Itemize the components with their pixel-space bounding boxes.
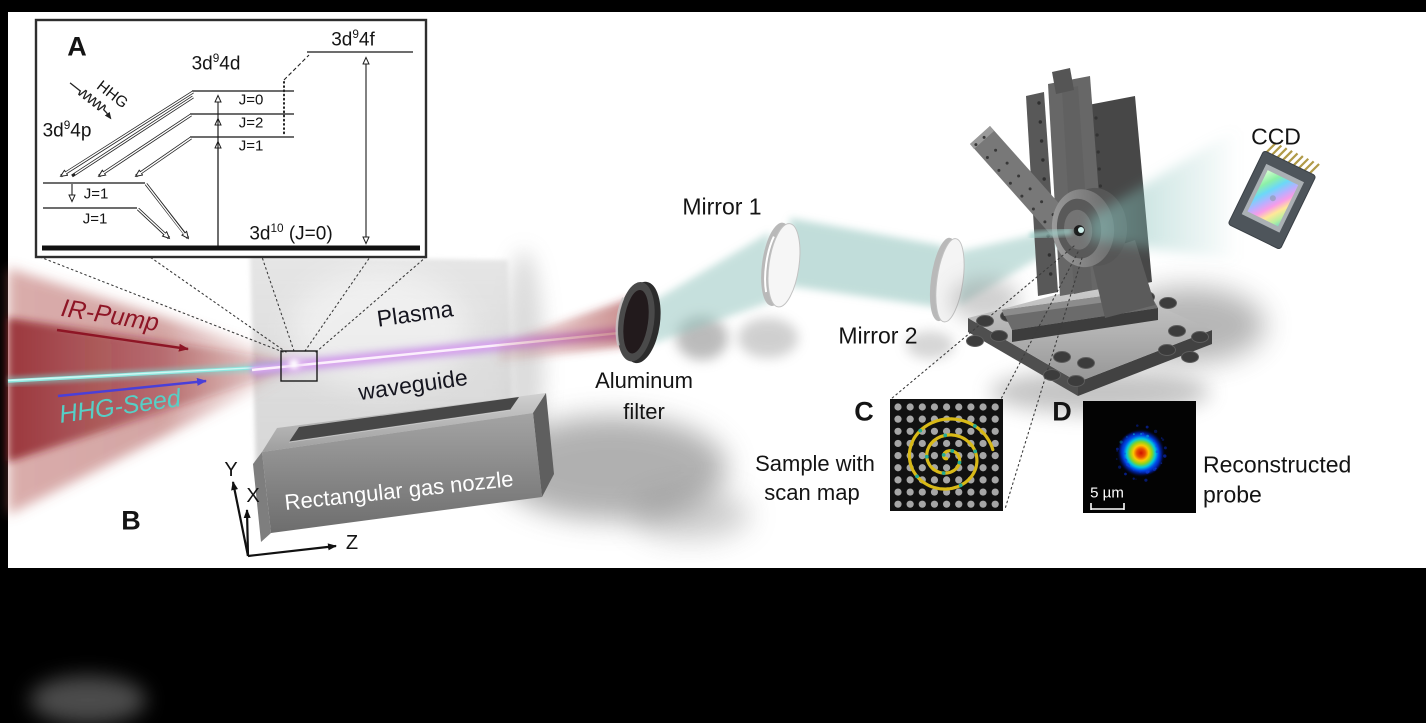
- scale-bar-label: 5 µm: [1090, 484, 1124, 502]
- sample-stage: [950, 68, 1265, 414]
- coordinate-axes: [231, 481, 337, 558]
- ccd-chip: [1228, 142, 1320, 250]
- ir-pump-beam: [8, 268, 292, 515]
- j-label-4p-0: J=1: [83, 185, 109, 203]
- hhg-seed-beam: [7, 361, 289, 386]
- ir-beam-after-waveguide: [498, 298, 630, 362]
- beam-filter-to-mirror1: [652, 232, 770, 344]
- ccd-label: CCD: [1251, 123, 1301, 150]
- j-label-4p-1: J=1: [82, 210, 108, 228]
- level-label-3d9-4f: 3d94f: [331, 28, 375, 51]
- zoom-rays-to-sample-panel: [890, 245, 1083, 510]
- scan-sample-panel: [890, 399, 1003, 511]
- panel-d-label: D: [1052, 396, 1072, 427]
- filter-label-line1: Aluminum: [595, 368, 693, 393]
- panel-b-label: B: [121, 505, 141, 536]
- level-label-3d9-4p: 3d94p: [42, 119, 92, 142]
- ground-state-label: 3d10 (J=0): [249, 222, 333, 245]
- scale-bar: [1090, 503, 1125, 510]
- sample-caption-line2: scan map: [764, 480, 860, 505]
- panel-c-label: C: [854, 396, 874, 427]
- energy-level-diagram: [34, 18, 428, 259]
- j-label-4d-0: J=0: [238, 91, 264, 109]
- axis-z-label: Z: [345, 532, 359, 554]
- focus-region-marker: [280, 350, 318, 382]
- zoom-rays-to-inset: [39, 256, 427, 353]
- stray-shadow: [30, 676, 146, 723]
- mirror-1: [761, 222, 801, 308]
- aluminum-filter-ring: [615, 281, 661, 364]
- gas-nozzle: [253, 393, 750, 542]
- axis-y-label: Y: [224, 459, 238, 481]
- probe-caption-line2: probe: [1203, 481, 1262, 508]
- filter-shadows: [676, 316, 954, 360]
- level-label-3d9-4d: 3d94d: [191, 52, 241, 75]
- pump-direction-arrow: [56, 328, 189, 352]
- mirror2-label: Mirror 2: [838, 322, 918, 349]
- filter-label-line2: filter: [623, 399, 665, 424]
- axis-x-label: X: [246, 485, 260, 507]
- beam-sample-to-ccd: [1029, 128, 1238, 260]
- probe-caption-line1: Reconstructed: [1203, 451, 1352, 478]
- sample-caption-line1: Sample with: [755, 451, 875, 476]
- panel-a-label: A: [67, 31, 87, 62]
- j-label-4d-1: J=2: [238, 114, 264, 132]
- seed-direction-arrow: [57, 377, 207, 398]
- mirror1-label: Mirror 1: [682, 193, 762, 220]
- j-label-4d-2: J=1: [238, 137, 264, 155]
- beam-mirror1-to-mirror2: [790, 218, 944, 308]
- probe-panel: [1083, 401, 1196, 513]
